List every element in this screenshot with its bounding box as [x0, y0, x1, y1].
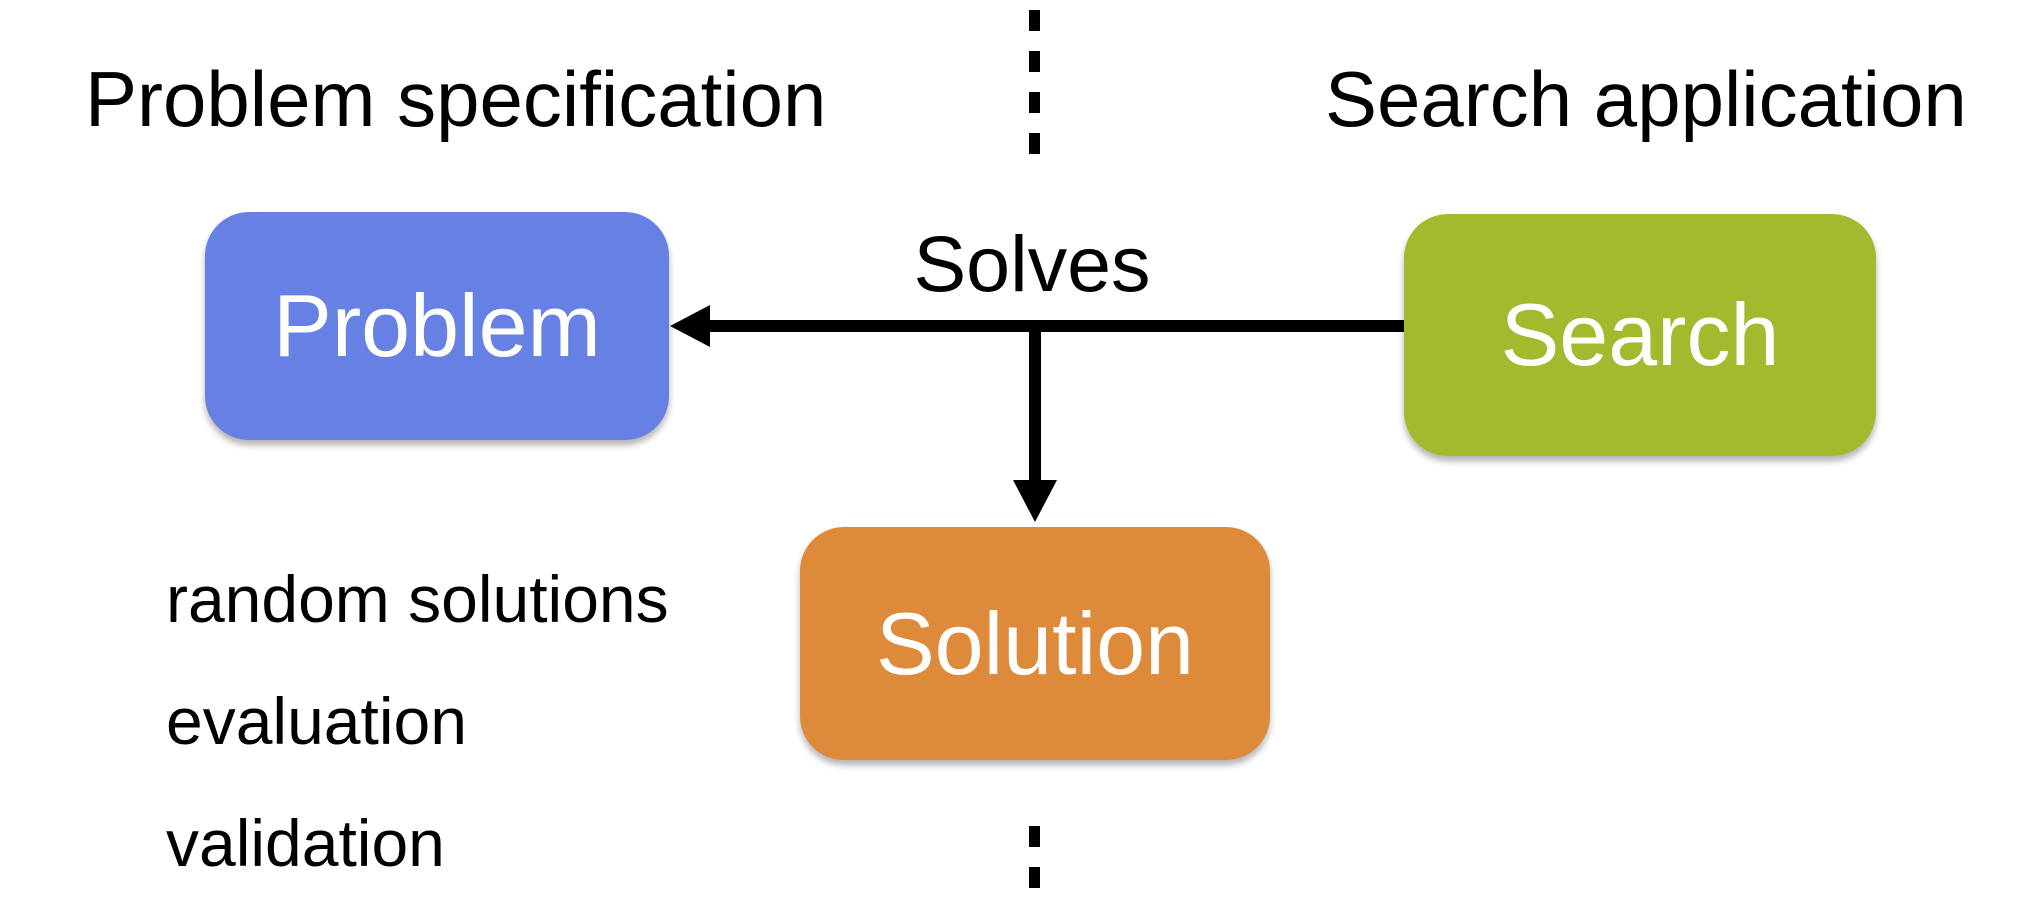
problem-node-label: Problem: [273, 276, 601, 375]
notes-list: random solutions evaluation validation: [166, 538, 669, 902]
solves-edge-label: Solves: [913, 219, 1151, 308]
solution-arrowhead-icon: [1013, 480, 1057, 522]
note-line: random solutions: [166, 562, 669, 636]
right-section-title: Search application: [1325, 55, 1967, 143]
solution-node: Solution: [800, 527, 1270, 760]
divider-dashed-bottom: [1029, 826, 1040, 902]
search-node-label: Search: [1500, 285, 1780, 384]
left-section-title: Problem specification: [85, 55, 827, 143]
note-line: evaluation: [166, 684, 467, 758]
note-line: validation: [166, 806, 445, 880]
solution-node-label: Solution: [875, 593, 1194, 693]
search-node: Search: [1404, 214, 1876, 456]
solution-branch-line: [1029, 320, 1041, 482]
problem-node: Problem: [205, 212, 669, 440]
divider-dashed-top: [1029, 10, 1040, 158]
solves-arrow-line: [706, 320, 1404, 332]
solves-arrowhead-icon: [670, 305, 710, 347]
